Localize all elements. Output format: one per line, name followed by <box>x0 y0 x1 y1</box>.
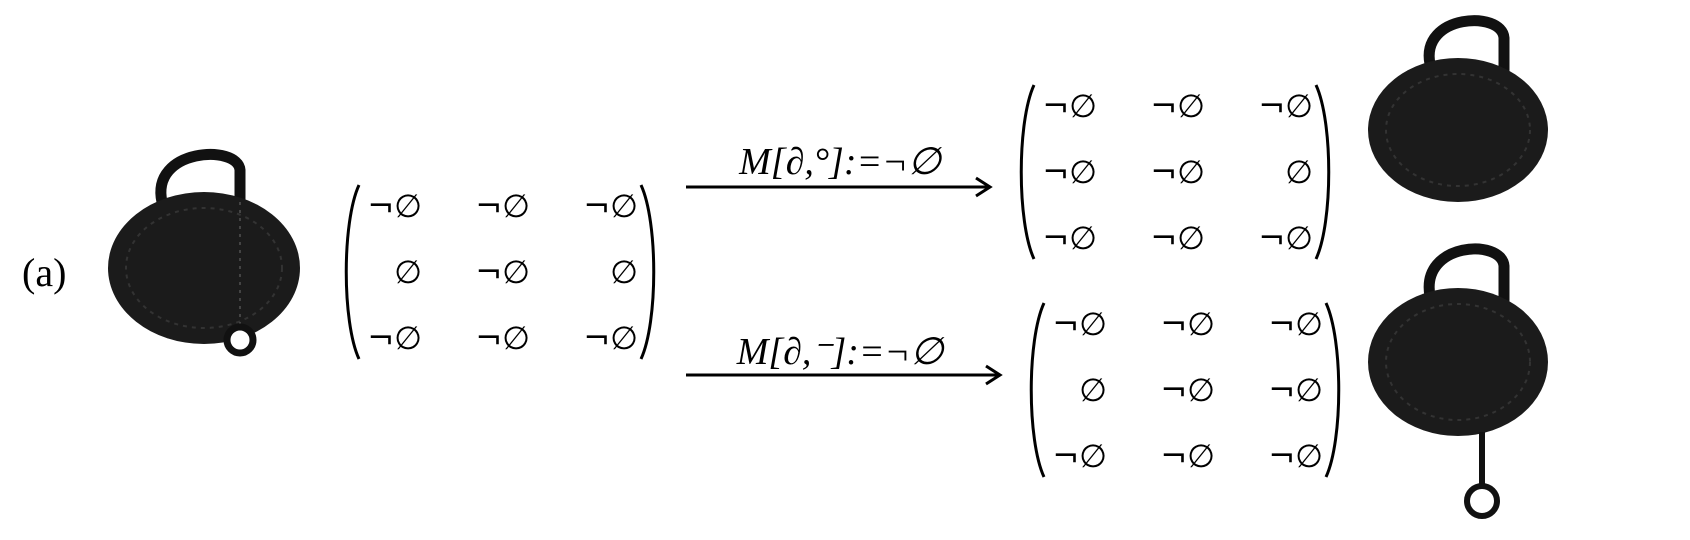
transition-label-bottom: M[∂,⁻]:=¬∅ <box>736 331 944 373</box>
matrix-cell: ¬∅ <box>1042 153 1097 191</box>
matrix-cell: ∅ <box>1079 371 1107 409</box>
matrix-cell: ¬∅ <box>475 253 530 291</box>
matrix-cell: ¬∅ <box>1052 305 1107 343</box>
matrix-cell: ¬∅ <box>1160 437 1215 475</box>
matrix-cell: ¬∅ <box>1258 219 1313 257</box>
source-matrix: ¬∅ ¬∅ ¬∅ ∅ ¬∅ ∅ ¬∅ ¬∅ ¬∅ <box>340 182 660 362</box>
matrix-cell: ¬∅ <box>1268 371 1323 409</box>
matrix-cell: ¬∅ <box>1150 153 1205 191</box>
panel-label: (a) <box>22 250 67 295</box>
matrix-cell: ¬∅ <box>1268 305 1323 343</box>
matrix-left-paren <box>1029 302 1046 478</box>
right-arrow-icon <box>686 176 993 198</box>
matrix-cell: ¬∅ <box>475 187 530 225</box>
matrix-cell: ¬∅ <box>1042 87 1097 125</box>
matrix-cell: ∅ <box>1285 153 1313 191</box>
matrix-cell: ¬∅ <box>1160 371 1215 409</box>
matrix-cell: ¬∅ <box>1258 87 1313 125</box>
matrix-cell: ¬∅ <box>1042 219 1097 257</box>
matrix-cell: ¬∅ <box>1052 437 1107 475</box>
matrix-left-paren <box>344 184 361 360</box>
matrix-cell: ¬∅ <box>583 187 638 225</box>
matrix-right-paren <box>1324 302 1341 478</box>
right-arrow-icon <box>686 364 1003 386</box>
matrix-cell: ¬∅ <box>367 187 422 225</box>
matrix-cell: ¬∅ <box>1160 305 1215 343</box>
source-region-icon <box>108 149 300 357</box>
matrix-cell: ¬∅ <box>1268 437 1323 475</box>
matrix-cell: ∅ <box>394 253 422 291</box>
matrix-cell: ¬∅ <box>1150 219 1205 257</box>
matrix-left-paren <box>1019 84 1036 260</box>
matrix-cell: ¬∅ <box>475 319 530 357</box>
result-matrix-bottom: ¬∅ ¬∅ ¬∅ ∅ ¬∅ ¬∅ ¬∅ ¬∅ ¬∅ <box>1025 300 1345 480</box>
matrix-cell: ¬∅ <box>1150 87 1205 125</box>
top-result-region-icon <box>1368 15 1548 202</box>
matrix-right-paren <box>1314 84 1331 260</box>
matrix-cell: ¬∅ <box>583 319 638 357</box>
matrix-cell: ¬∅ <box>367 319 422 357</box>
matrix-right-paren <box>639 184 656 360</box>
bottom-result-region-icon <box>1368 243 1548 519</box>
result-matrix-top: ¬∅ ¬∅ ¬∅ ¬∅ ¬∅ ∅ ¬∅ ¬∅ ¬∅ <box>1015 82 1335 262</box>
matrix-cell: ∅ <box>610 253 638 291</box>
transition-label-top: M[∂,°]:=¬∅ <box>739 141 941 183</box>
